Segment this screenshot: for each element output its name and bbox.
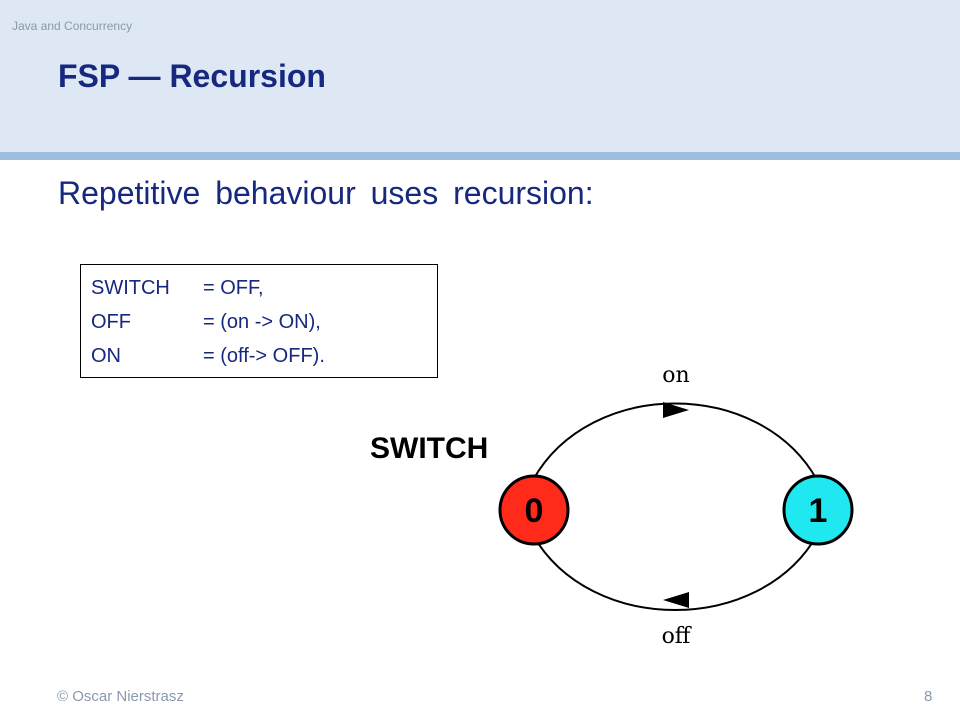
transition-label-off: off [662,624,692,649]
code-line: OFF = (on -> ON), [91,305,437,339]
header-band [0,0,960,152]
code-definition: = (on -> ON), [203,311,321,333]
code-process-name: ON [91,345,121,367]
code-line: SWITCH = OFF, [91,271,437,305]
page-number: 8 [924,688,933,705]
state-0 [498,474,570,546]
code-process-name: SWITCH [91,277,170,299]
footer-copyright: © Oscar Nierstrasz [57,688,184,705]
arrowhead-off [663,592,689,608]
state-0-label: 0 [525,492,544,530]
switch-lts-diagram: on off SWITCH 0 1 [370,363,854,649]
code-definition: = (off-> OFF). [203,345,325,367]
fsp-code-box: SWITCH = OFF, OFF = (on -> ON), ON = (of… [80,264,438,378]
state-1-label: 1 [809,492,828,530]
slide-subtitle: Repetitive behaviour uses recursion: [58,175,594,211]
course-name: Java and Concurrency [12,19,133,33]
process-name-label: SWITCH [370,432,488,465]
slide-title: FSP — Recursion [58,58,326,94]
code-process-name: OFF [91,311,131,333]
state-1 [782,474,854,546]
arrowhead-on [663,402,689,418]
code-line: ON = (off-> OFF). [91,339,437,373]
code-definition: = OFF, [203,277,264,299]
transition-arc-off [532,534,818,611]
transition-label-on: on [662,363,689,388]
transition-arc-on [532,402,818,481]
header-rule [0,152,960,160]
